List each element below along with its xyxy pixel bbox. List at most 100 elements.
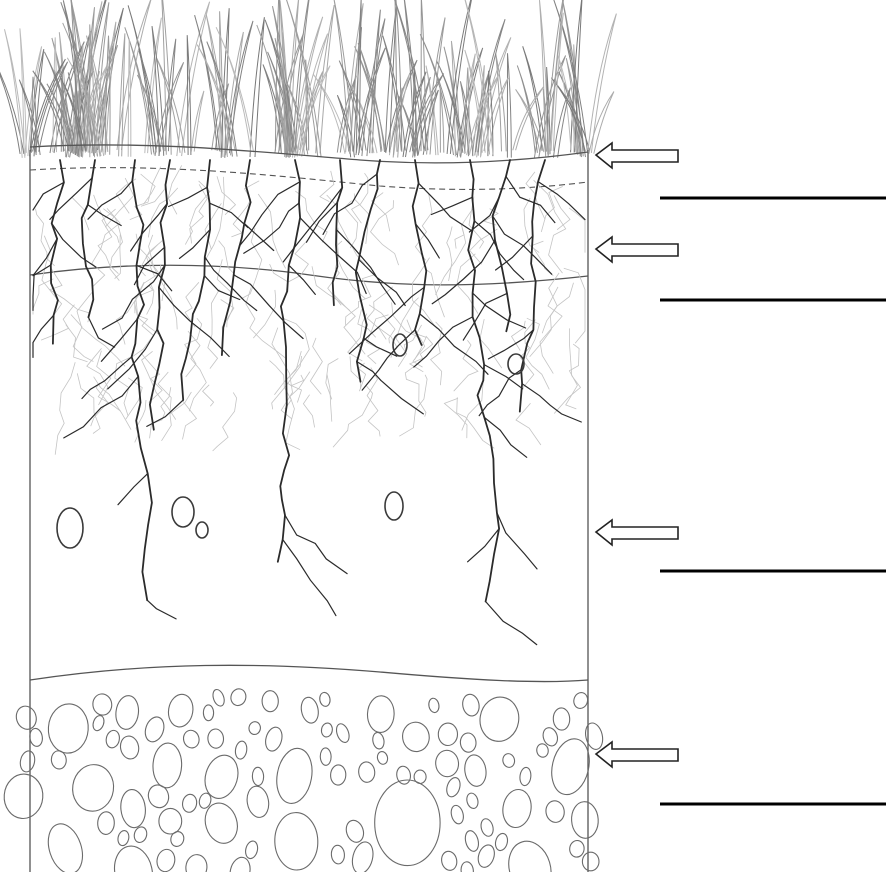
fine-root	[291, 375, 303, 403]
fine-root	[457, 397, 495, 448]
root-branch	[431, 197, 472, 214]
fine-root	[457, 254, 478, 314]
stone	[494, 832, 509, 852]
stone	[434, 749, 459, 778]
stone	[91, 714, 106, 732]
root-branch	[88, 205, 121, 226]
root-branch	[484, 365, 523, 389]
root-branch	[506, 176, 555, 222]
fine-root	[526, 318, 549, 389]
fine-root	[371, 200, 399, 265]
stone	[207, 728, 224, 748]
grass-blade	[119, 33, 125, 156]
fine-root	[352, 173, 368, 223]
horizon-arrows	[596, 143, 678, 767]
stone	[211, 688, 226, 708]
fine-root	[77, 373, 100, 433]
stone	[263, 725, 285, 753]
stone	[244, 840, 259, 860]
stone	[42, 819, 88, 872]
grass-blade	[191, 91, 204, 152]
stone	[475, 843, 497, 870]
stone	[460, 732, 477, 752]
stone	[114, 694, 140, 730]
stone	[438, 723, 458, 746]
stone	[463, 829, 480, 852]
grass-blade	[523, 46, 546, 151]
stone	[343, 818, 366, 844]
fine-root	[141, 174, 156, 204]
stone	[234, 740, 248, 759]
fine-root	[554, 195, 570, 229]
fine-root	[310, 338, 322, 394]
fine-root	[116, 285, 152, 344]
pebble	[172, 497, 194, 527]
root-branch	[52, 223, 96, 267]
stone	[13, 704, 39, 732]
arrow-icon	[596, 520, 678, 545]
root-branch	[473, 293, 526, 328]
stone	[97, 811, 114, 834]
stone	[182, 729, 201, 750]
stone	[536, 743, 550, 758]
stone	[169, 830, 185, 848]
fine-root	[328, 228, 342, 306]
stone	[460, 861, 474, 872]
stone	[371, 732, 385, 750]
stone	[320, 722, 333, 738]
stone	[117, 830, 131, 847]
stone	[185, 854, 208, 872]
fine-root	[208, 290, 220, 369]
stone	[110, 842, 157, 872]
stone	[553, 708, 570, 731]
stone	[502, 753, 516, 769]
fine-root	[115, 235, 121, 279]
fine-root	[253, 290, 275, 338]
pebble	[385, 492, 403, 520]
stone	[133, 825, 149, 843]
fine-root	[213, 392, 237, 451]
fine-root	[399, 375, 427, 436]
pebble	[196, 522, 208, 538]
fine-root	[258, 194, 285, 268]
root-branch	[522, 384, 581, 422]
stone	[274, 812, 319, 871]
stone	[166, 692, 195, 728]
fine-root	[436, 208, 474, 294]
stone	[203, 705, 213, 721]
stone	[273, 745, 317, 806]
root-branch	[419, 183, 472, 231]
stone	[70, 762, 117, 814]
grass-blade	[588, 14, 617, 153]
fine-root	[425, 269, 444, 317]
fine-root	[333, 294, 365, 355]
grass-blade	[187, 35, 191, 155]
fine-root	[33, 279, 53, 315]
fine-root	[569, 208, 585, 253]
fine-root	[484, 209, 498, 226]
stone	[569, 840, 585, 858]
answer-lines	[660, 198, 886, 804]
stone	[181, 793, 198, 813]
stone	[200, 751, 243, 802]
root-branch	[234, 275, 303, 339]
stone	[500, 787, 534, 829]
parent-material-stones	[2, 687, 605, 872]
grass-blade	[507, 53, 511, 157]
stone	[465, 792, 479, 810]
stone	[105, 729, 121, 749]
fine-root	[320, 171, 334, 202]
stone	[92, 693, 114, 717]
fine-root	[142, 351, 176, 419]
root-branch	[420, 314, 488, 374]
stone	[248, 721, 262, 736]
stone	[152, 742, 183, 788]
stone	[444, 776, 462, 799]
stone	[29, 728, 44, 748]
stone	[330, 765, 346, 786]
stone	[502, 836, 557, 872]
root-branch	[210, 203, 248, 227]
fine-root	[542, 283, 573, 333]
subsoil-pebbles	[57, 334, 524, 548]
